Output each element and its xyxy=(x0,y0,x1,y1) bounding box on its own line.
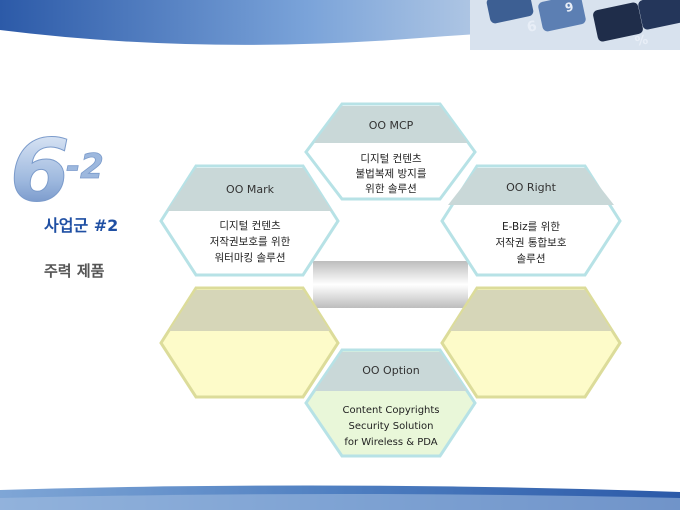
hexagon-line: 디지털 컨텐츠 xyxy=(360,153,422,165)
hexagon-title: OO Right xyxy=(506,181,556,194)
hexagon-line: E-Biz를 위한 xyxy=(502,220,560,233)
hexagon-line: Security Solution xyxy=(349,421,434,432)
hexagon-mcp: OO MCP 디지털 컨텐츠 불법복제 방지를 위한 솔루션 xyxy=(304,102,477,201)
hexagon-line: 위한 솔루션 xyxy=(365,182,417,195)
calculator-keys-image: 6 % 9 xyxy=(470,0,680,50)
header-banner: 6 % 9 xyxy=(0,0,680,52)
hexagon-line: 불법복제 방지를 xyxy=(356,168,427,180)
hexagon-empty-left xyxy=(159,286,340,399)
main-products-label: 주력 제품 xyxy=(44,262,105,280)
hexagon-line: 저작권 통합보호 xyxy=(496,237,567,249)
hexagon-empty-right xyxy=(440,286,622,399)
hexagon-line: Content Copyrights xyxy=(342,405,439,416)
hexagon-line: 디지털 컨텐츠 xyxy=(219,220,281,232)
hexagon-title: OO Option xyxy=(362,364,420,377)
hexagon-title: OO MCP xyxy=(369,119,414,132)
footer-band xyxy=(0,485,680,510)
hexagon-right: OO Right E-Biz를 위한 저작권 통합보호 솔루션 xyxy=(440,164,622,277)
hexagon-line: 워터마킹 솔루션 xyxy=(215,251,286,264)
svg-text:9: 9 xyxy=(564,0,575,15)
slide-number: 6 -2 xyxy=(10,121,105,211)
group-title: 사업군 #2 xyxy=(44,216,119,235)
svg-text:6: 6 xyxy=(526,18,539,36)
hexagon-line: 저작권보호를 위한 xyxy=(210,235,291,248)
hexagon-title: OO Mark xyxy=(226,183,275,196)
hexagon-line: for Wireless & PDA xyxy=(344,437,437,448)
hexagon-mark: OO Mark 디지털 컨텐츠 저작권보호를 위한 워터마킹 솔루션 xyxy=(159,164,340,277)
slide-number-sub: -2 xyxy=(66,147,104,187)
hexagon-option: OO Option Content Copyrights Security So… xyxy=(304,348,477,458)
svg-text:%: % xyxy=(634,33,650,50)
slide-number-main: 6 xyxy=(10,121,70,210)
hexagon-line: 솔루션 xyxy=(517,253,546,265)
center-bar xyxy=(313,261,468,308)
